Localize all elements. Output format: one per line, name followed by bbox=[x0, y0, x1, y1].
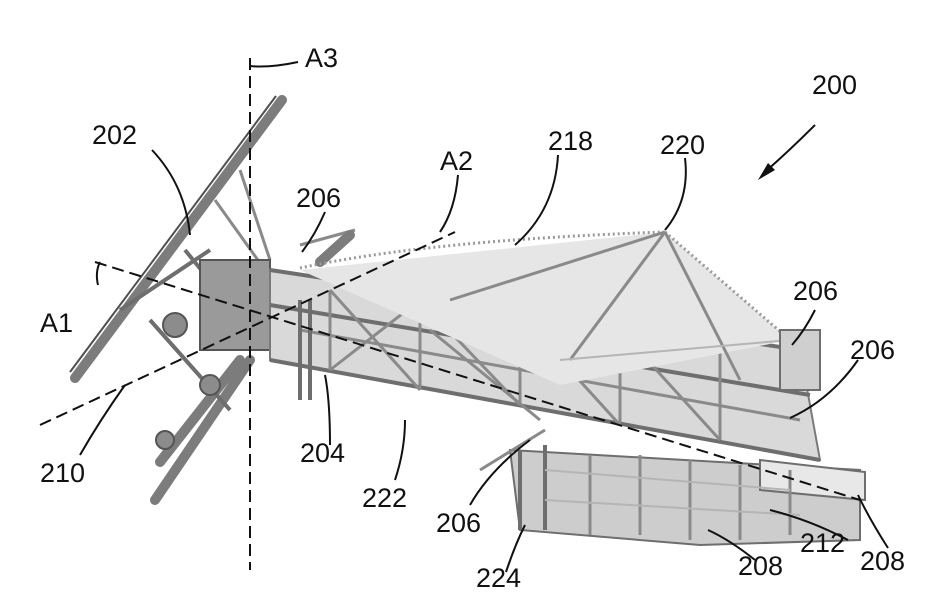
label-206-right: 206 bbox=[850, 337, 895, 364]
label-204: 204 bbox=[300, 440, 345, 467]
label-222: 222 bbox=[362, 485, 407, 512]
label-210: 210 bbox=[40, 460, 85, 487]
label-220: 220 bbox=[660, 132, 705, 159]
label-224: 224 bbox=[476, 565, 521, 592]
label-208-right: 208 bbox=[860, 548, 905, 575]
label-axis-a2: A2 bbox=[440, 148, 473, 175]
label-axis-a1: A1 bbox=[40, 310, 73, 337]
label-202: 202 bbox=[92, 122, 137, 149]
label-208-middle: 208 bbox=[738, 553, 783, 580]
label-206-bottom: 206 bbox=[436, 510, 481, 537]
label-218: 218 bbox=[548, 128, 593, 155]
label-206-right-top: 206 bbox=[793, 278, 838, 305]
label-206-top: 206 bbox=[296, 185, 341, 212]
label-assembly-200: 200 bbox=[812, 72, 857, 99]
label-axis-a3: A3 bbox=[305, 45, 338, 72]
label-212: 212 bbox=[800, 530, 845, 557]
